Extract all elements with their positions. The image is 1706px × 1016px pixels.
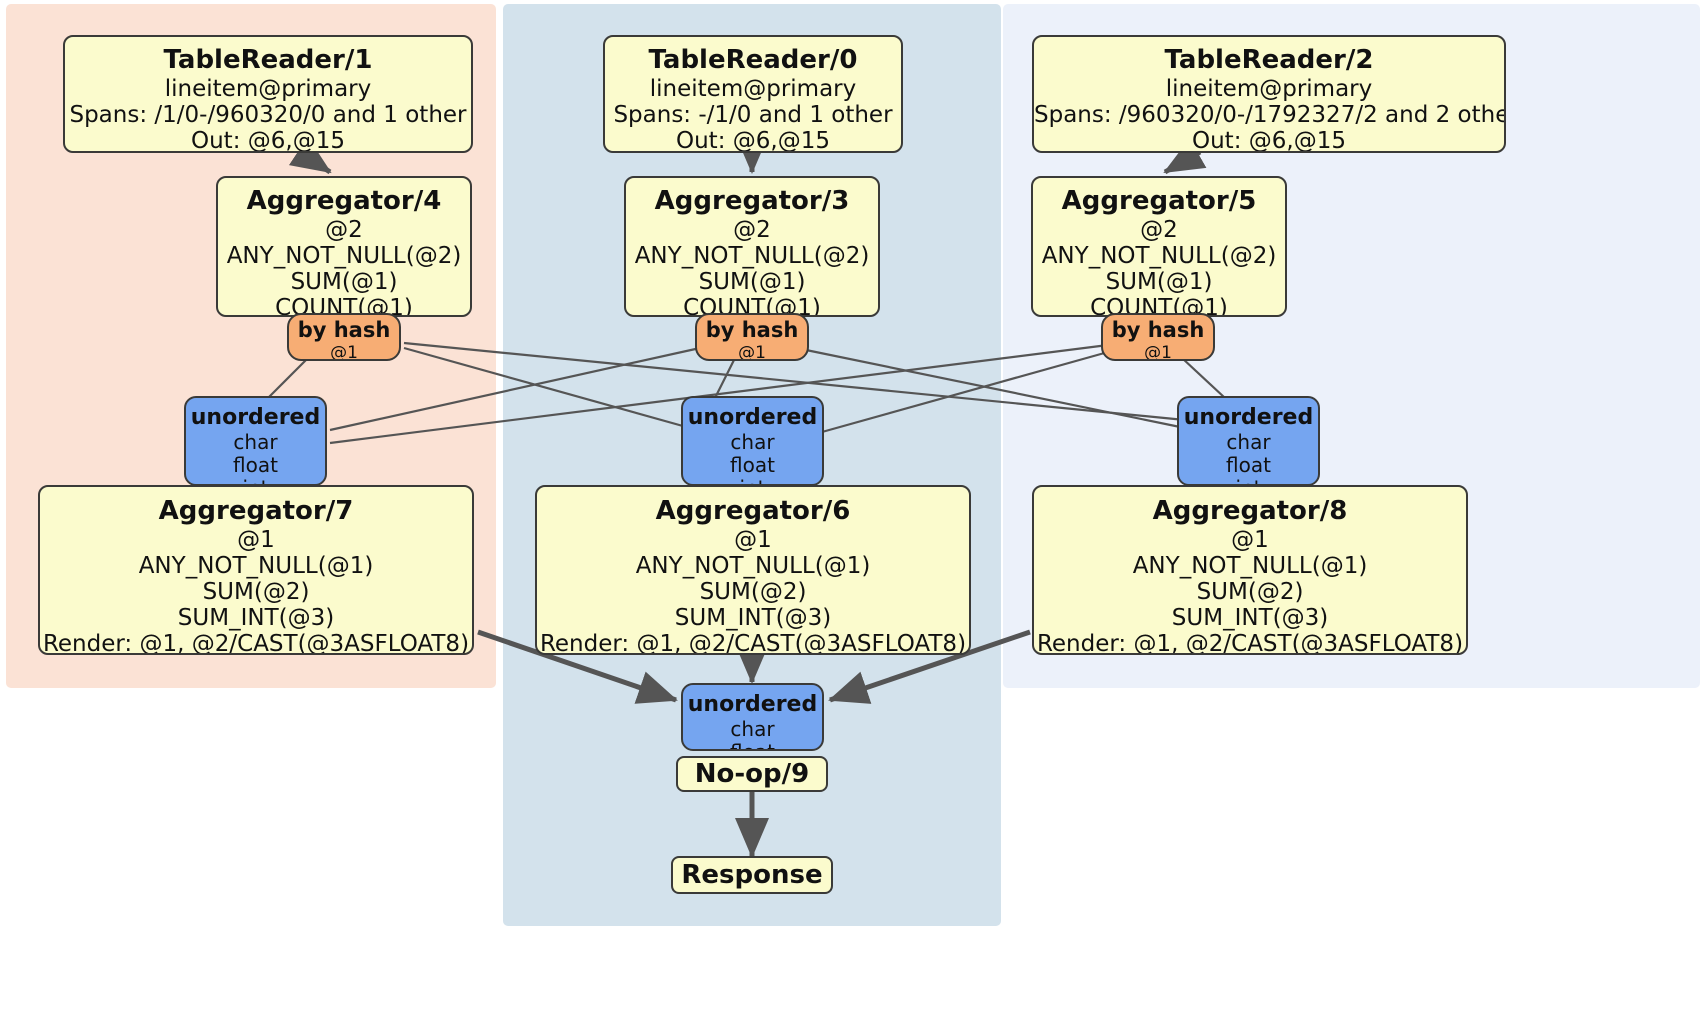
processor-box-tablereader-2[interactable]: TableReader/2 lineitem@primary Spans: /9… — [1032, 35, 1506, 153]
sync-type-0: char — [730, 717, 775, 741]
box-group-col: @2 — [1140, 217, 1178, 243]
sync-type-0: char — [730, 430, 775, 454]
sync-title: unordered — [687, 692, 818, 717]
box-group-col: @1 — [237, 527, 275, 553]
box-agg-3: SUM_INT(@3) — [1171, 605, 1329, 631]
processor-box-tablereader-0[interactable]: TableReader/0 lineitem@primary Spans: -/… — [603, 35, 903, 153]
response-title: Response — [681, 860, 823, 890]
sync-type-1: float — [233, 453, 278, 477]
box-agg-3: SUM_INT(@3) — [674, 605, 832, 631]
sync-type-2: int — [186, 477, 325, 485]
box-agg-2: SUM(@1) — [290, 269, 398, 295]
box-agg-1: ANY_NOT_NULL(@2) — [1041, 243, 1277, 269]
sync-type-2: int — [1179, 477, 1318, 485]
box-title: No-op/9 — [694, 759, 810, 789]
box-out: Out: @6,@15 — [1192, 128, 1346, 153]
synchronizer-unordered-final[interactable]: unordered char float — [681, 683, 824, 751]
response-box[interactable]: Response — [671, 856, 833, 894]
box-group-col: @1 — [734, 527, 772, 553]
synchronizer-unordered-right[interactable]: unordered char float int — [1177, 396, 1320, 486]
router-title: by hash — [297, 318, 391, 342]
processor-box-no-op-9[interactable]: No-op/9 — [676, 756, 828, 792]
processor-box-aggregator-7[interactable]: Aggregator/7 @1 ANY_NOT_NULL(@1) SUM(@2)… — [38, 485, 474, 655]
box-agg-2: SUM(@2) — [202, 579, 310, 605]
box-title: Aggregator/7 — [158, 496, 354, 526]
box-out: Out: @6,@15 — [676, 128, 830, 153]
router-title: by hash — [705, 318, 799, 342]
box-agg-3: COUNT(@1) — [275, 295, 413, 317]
router-column: @1 — [738, 343, 766, 361]
box-title: Aggregator/5 — [1061, 186, 1257, 216]
sync-title: unordered — [1183, 405, 1314, 430]
box-spans: Spans: /960320/0-/1792327/2 and 2 others — [1034, 102, 1506, 128]
box-group-col: @2 — [733, 217, 771, 243]
router-by-hash-center[interactable]: by hash @1 — [695, 313, 809, 361]
box-render: Render: @1, @2/CAST(@3ASFLOAT8) — [42, 631, 470, 655]
router-column: @1 — [330, 343, 358, 361]
box-spans: Spans: -/1/0 and 1 other — [613, 102, 893, 128]
sync-type-2: int — [683, 477, 822, 485]
box-agg-1: ANY_NOT_NULL(@2) — [634, 243, 870, 269]
box-agg-1: ANY_NOT_NULL(@1) — [635, 553, 871, 579]
box-title: Aggregator/3 — [654, 186, 850, 216]
box-agg-3: SUM_INT(@3) — [177, 605, 335, 631]
sync-type-1: float — [730, 453, 775, 477]
box-title: Aggregator/8 — [1152, 496, 1348, 526]
box-title: TableReader/1 — [163, 45, 373, 75]
box-agg-2: SUM(@2) — [1196, 579, 1304, 605]
box-render: Render: @1, @2/CAST(@3ASFLOAT8) — [539, 631, 967, 655]
processor-box-aggregator-5[interactable]: Aggregator/5 @2 ANY_NOT_NULL(@2) SUM(@1)… — [1031, 176, 1287, 317]
processor-box-tablereader-1[interactable]: TableReader/1 lineitem@primary Spans: /1… — [63, 35, 473, 153]
processor-box-aggregator-8[interactable]: Aggregator/8 @1 ANY_NOT_NULL(@1) SUM(@2)… — [1032, 485, 1468, 655]
router-by-hash-left[interactable]: by hash @1 — [287, 313, 401, 361]
processor-box-aggregator-3[interactable]: Aggregator/3 @2 ANY_NOT_NULL(@2) SUM(@1)… — [624, 176, 880, 317]
box-agg-1: ANY_NOT_NULL(@2) — [226, 243, 462, 269]
processor-box-aggregator-6[interactable]: Aggregator/6 @1 ANY_NOT_NULL(@1) SUM(@2)… — [535, 485, 971, 655]
sync-type-0: char — [233, 430, 278, 454]
box-table: lineitem@primary — [164, 76, 372, 102]
box-out: Out: @6,@15 — [191, 128, 345, 153]
box-title: TableReader/2 — [1164, 45, 1374, 75]
sync-title: unordered — [190, 405, 321, 430]
sync-type-1: float — [683, 741, 822, 750]
box-agg-2: SUM(@2) — [699, 579, 807, 605]
box-title: Aggregator/4 — [246, 186, 442, 216]
router-title: by hash — [1111, 318, 1205, 342]
box-title: TableReader/0 — [648, 45, 858, 75]
box-agg-3: COUNT(@1) — [683, 295, 821, 317]
sync-title: unordered — [687, 405, 818, 430]
router-by-hash-right[interactable]: by hash @1 — [1101, 313, 1215, 361]
box-agg-3: COUNT(@1) — [1090, 295, 1228, 317]
box-agg-2: SUM(@1) — [1105, 269, 1213, 295]
sync-type-0: char — [1226, 430, 1271, 454]
box-spans: Spans: /1/0-/960320/0 and 1 other — [69, 102, 467, 128]
router-column: @1 — [1144, 343, 1172, 361]
box-group-col: @2 — [325, 217, 363, 243]
processor-box-aggregator-4[interactable]: Aggregator/4 @2 ANY_NOT_NULL(@2) SUM(@1)… — [216, 176, 472, 317]
synchronizer-unordered-center[interactable]: unordered char float int — [681, 396, 824, 486]
synchronizer-unordered-left[interactable]: unordered char float int — [184, 396, 327, 486]
box-group-col: @1 — [1231, 527, 1269, 553]
box-agg-1: ANY_NOT_NULL(@1) — [138, 553, 374, 579]
sync-type-1: float — [1226, 453, 1271, 477]
box-agg-1: ANY_NOT_NULL(@1) — [1132, 553, 1368, 579]
box-agg-2: SUM(@1) — [698, 269, 806, 295]
box-title: Aggregator/6 — [655, 496, 851, 526]
box-render: Render: @1, @2/CAST(@3ASFLOAT8) — [1036, 631, 1464, 655]
box-table: lineitem@primary — [649, 76, 857, 102]
box-table: lineitem@primary — [1165, 76, 1373, 102]
